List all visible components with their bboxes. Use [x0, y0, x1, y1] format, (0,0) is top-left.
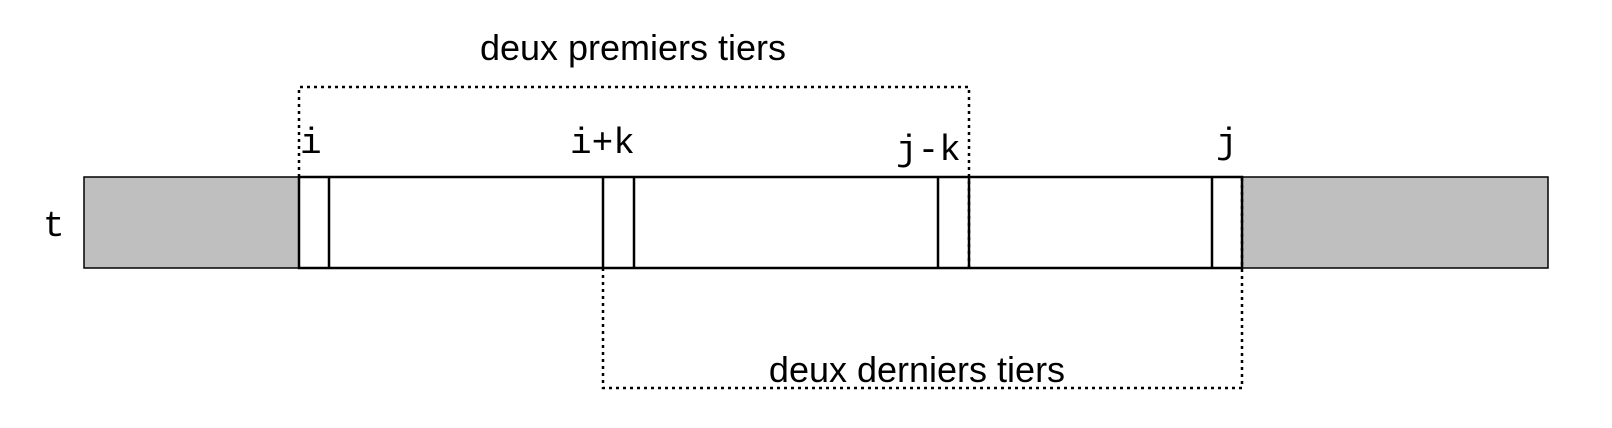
index-i-label: i [300, 123, 322, 164]
index-i-plus-k-label: i+k [570, 123, 635, 164]
index-j-label: j [1216, 123, 1238, 164]
outside-range-right [1241, 176, 1549, 269]
outside-range-left [83, 176, 300, 269]
array-segment [297, 175, 1244, 270]
top-bracket [297, 85, 971, 268]
top-bracket-label: deux premiers tiers [480, 27, 786, 68]
bottom-bracket-label: deux derniers tiers [769, 349, 1065, 390]
array-name-label: t [43, 206, 65, 247]
index-j-minus-k-label: j-k [896, 130, 961, 171]
